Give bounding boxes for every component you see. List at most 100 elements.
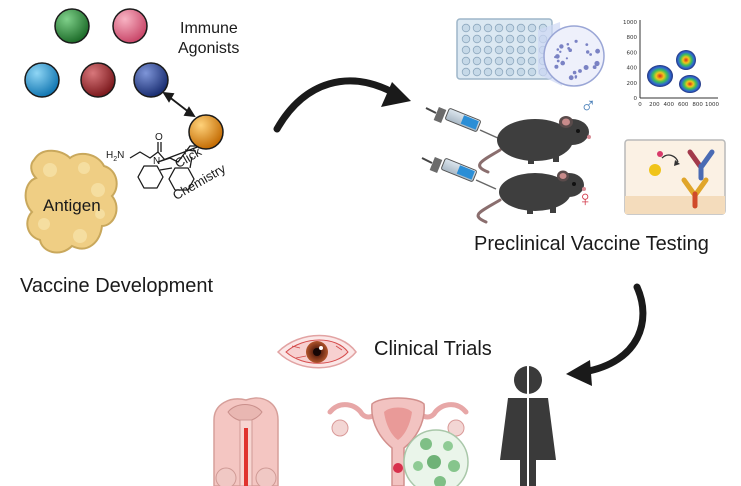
binding-assay-panel bbox=[624, 139, 726, 215]
flow-arrows bbox=[273, 77, 647, 376]
amine-label: H2N bbox=[106, 150, 124, 163]
double-headed-arrow bbox=[162, 91, 196, 118]
plate-well bbox=[505, 34, 515, 44]
zoom-cell bbox=[556, 48, 560, 51]
preclinical-testing-caption: Preclinical Vaccine Testing bbox=[474, 233, 709, 255]
flow-y-tick-label: 400 bbox=[627, 66, 638, 72]
zoom-cell bbox=[566, 43, 570, 46]
plate-well bbox=[516, 34, 526, 44]
flow-population-3 bbox=[679, 75, 701, 93]
flow-y-tick-label: 800 bbox=[627, 35, 638, 41]
plate-well bbox=[483, 67, 493, 77]
click-bead-orange bbox=[188, 114, 224, 150]
clinical-trials-caption: Clinical Trials bbox=[374, 338, 492, 360]
plate-well bbox=[516, 45, 526, 55]
amide-nitrogen-label: N bbox=[153, 156, 161, 167]
well-plate bbox=[456, 18, 553, 80]
plate-well bbox=[505, 23, 515, 33]
amine-h: H bbox=[106, 150, 114, 161]
plate-well bbox=[472, 23, 482, 33]
plate-well bbox=[505, 45, 515, 55]
well-zoom-circle bbox=[543, 25, 605, 87]
amine-n: N bbox=[117, 150, 125, 161]
amide-oxygen-label: O bbox=[155, 132, 163, 143]
immune-agonists-label-line2: Agonists bbox=[178, 40, 240, 57]
zoom-cell bbox=[585, 43, 589, 46]
zoom-cell bbox=[574, 39, 578, 43]
zoom-cell bbox=[595, 48, 600, 54]
plate-well bbox=[461, 23, 471, 33]
zoom-cell bbox=[567, 47, 571, 50]
arrow-to-clinical bbox=[580, 283, 647, 376]
agonist-bead-pink bbox=[112, 8, 148, 44]
plate-well bbox=[483, 23, 493, 33]
plate-well bbox=[494, 34, 504, 44]
plate-well bbox=[494, 56, 504, 66]
flow-population-2 bbox=[676, 50, 696, 70]
plate-well bbox=[527, 67, 537, 77]
zoom-cell bbox=[586, 50, 590, 54]
flow-population-1 bbox=[647, 65, 673, 87]
plate-well bbox=[461, 45, 471, 55]
arrow-head-clinical bbox=[566, 360, 592, 386]
plate-well bbox=[472, 56, 482, 66]
antibody-icon bbox=[681, 149, 715, 209]
flow-x-tick-label: 400 bbox=[664, 102, 675, 108]
syringe-bottom bbox=[421, 157, 497, 190]
female-anatomy bbox=[327, 397, 469, 486]
flow-x-tick-label: 200 bbox=[649, 102, 660, 108]
plate-well bbox=[527, 56, 537, 66]
person-icon bbox=[500, 366, 556, 486]
plate-well bbox=[472, 34, 482, 44]
zoom-cell bbox=[560, 60, 565, 66]
well-zoom-cells bbox=[554, 39, 600, 81]
plate-well bbox=[516, 67, 526, 77]
flow-x-tick-label: 600 bbox=[678, 102, 689, 108]
plate-well bbox=[527, 45, 537, 55]
plate-well bbox=[472, 67, 482, 77]
zoom-cell bbox=[583, 65, 589, 70]
plate-well bbox=[516, 23, 526, 33]
zoom-cell bbox=[594, 60, 600, 67]
flow-x-tick-label: 0 bbox=[638, 102, 642, 108]
arrow-head-preclinical bbox=[381, 82, 411, 107]
plate-well bbox=[483, 34, 493, 44]
male-anatomy bbox=[213, 397, 279, 486]
plate-well bbox=[494, 45, 504, 55]
agonist-bead-navy bbox=[133, 62, 169, 98]
antigen-texture bbox=[38, 162, 105, 243]
mouse-male bbox=[478, 116, 591, 174]
plate-well bbox=[505, 67, 515, 77]
zoom-cell bbox=[559, 50, 562, 53]
flow-y-tick-label: 200 bbox=[627, 81, 638, 87]
antigen-spot-icon bbox=[649, 164, 661, 176]
plate-well bbox=[494, 67, 504, 77]
zoom-cell bbox=[555, 54, 560, 59]
flow-y-tick-label: 1000 bbox=[623, 20, 637, 26]
vaccine-development-caption: Vaccine Development bbox=[20, 275, 214, 297]
cell-zoom-circle bbox=[403, 429, 469, 486]
zoom-cell bbox=[593, 66, 597, 69]
zoom-cell bbox=[568, 75, 574, 81]
antigen-label: Antigen bbox=[43, 196, 101, 215]
flow-x-tick-label: 800 bbox=[692, 102, 703, 108]
zoom-cell bbox=[556, 59, 560, 63]
plate-well bbox=[483, 56, 493, 66]
zoom-cell bbox=[589, 53, 592, 56]
plate-well bbox=[461, 67, 471, 77]
syringe-top bbox=[425, 107, 501, 140]
plate-well bbox=[516, 56, 526, 66]
eye-illustration bbox=[276, 334, 357, 369]
plate-well bbox=[483, 45, 493, 55]
agonist-bead-red bbox=[80, 62, 116, 98]
zoom-cell bbox=[565, 57, 569, 60]
zoom-cell bbox=[572, 70, 577, 75]
immune-agonists-label-line1: Immune bbox=[180, 20, 238, 37]
plate-well bbox=[461, 34, 471, 44]
plate-well bbox=[472, 45, 482, 55]
immune-agonist-beads bbox=[24, 8, 169, 98]
amine-subscript: 2 bbox=[113, 156, 118, 163]
flow-y-tick-label: 600 bbox=[627, 50, 638, 56]
